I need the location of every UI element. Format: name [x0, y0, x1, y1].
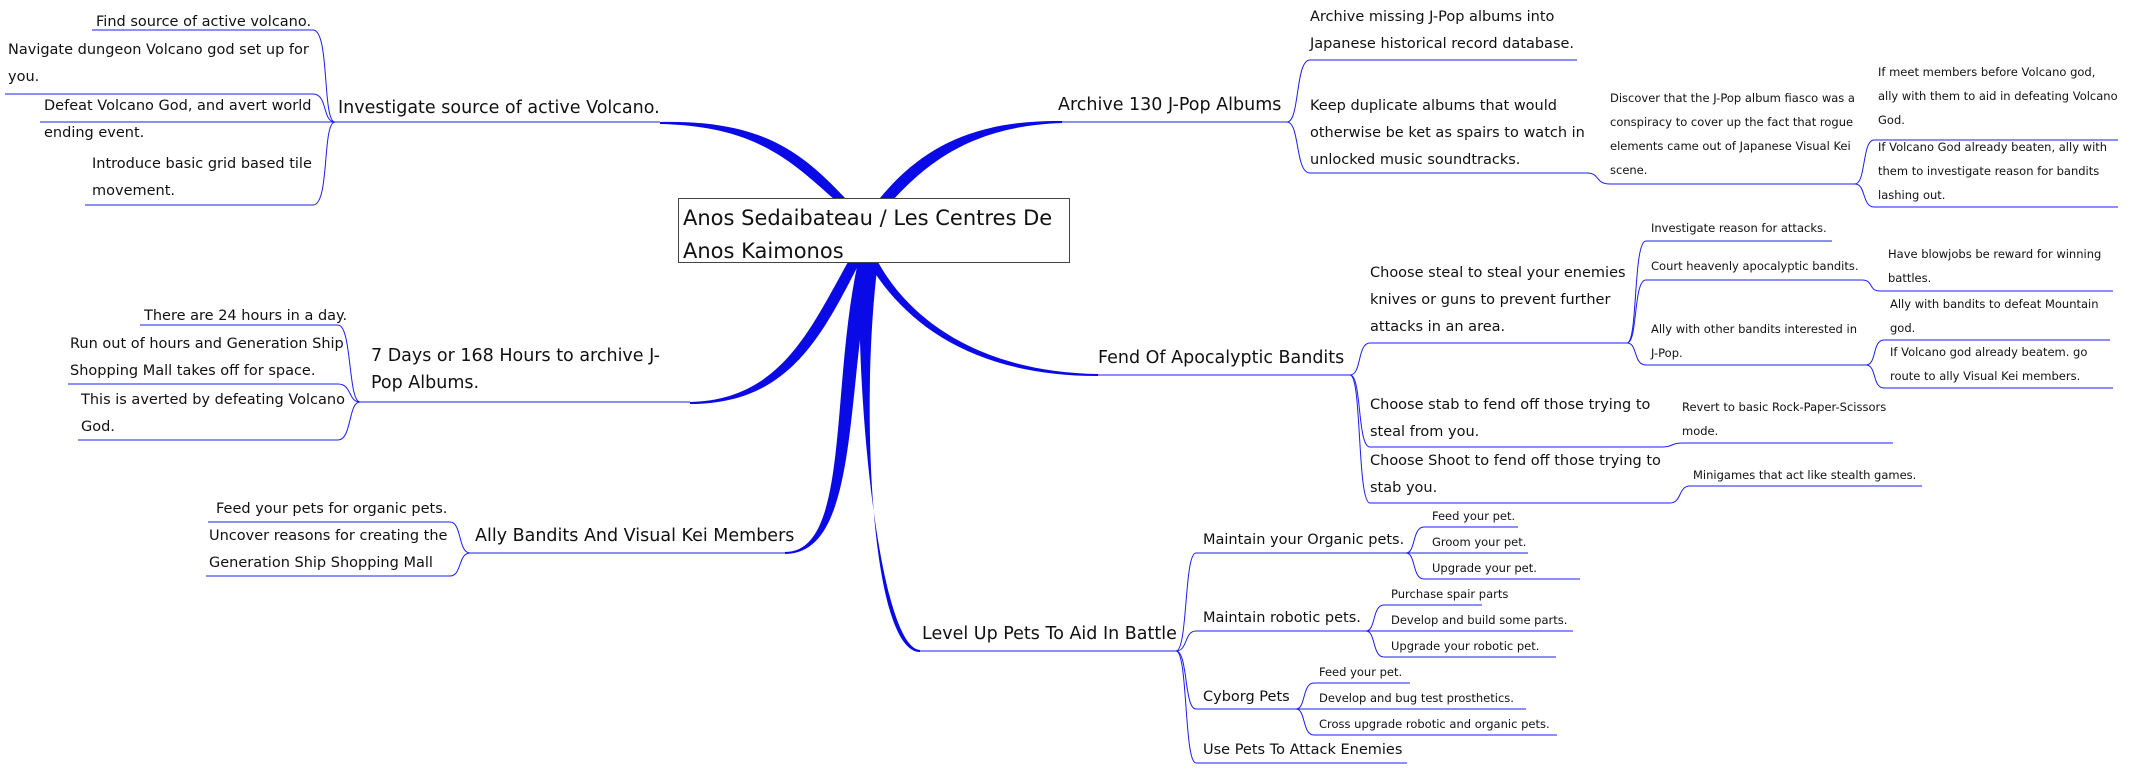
trunk-volcano: [660, 121, 845, 200]
archive-conspiracy[interactable]: Discover that the J-Pop album fiasco was…: [1610, 91, 1855, 178]
bandits-shoot-option[interactable]: Choose Shoot to fend off those trying to…: [1370, 453, 1661, 497]
volcano-item[interactable]: Defeat Volcano God, and avert world endi…: [44, 98, 312, 142]
bandits-connectors: [1098, 240, 2113, 504]
robotic-item[interactable]: Purchase spair parts: [1391, 587, 1509, 601]
bandit-ally-item[interactable]: Ally with bandits to defeat Mountain god…: [1890, 297, 2099, 336]
volcano-item[interactable]: Introduce basic grid based tile movement…: [92, 156, 312, 200]
pets-organic[interactable]: Maintain your Organic pets.: [1203, 532, 1405, 548]
organic-item[interactable]: Feed your pet.: [1432, 509, 1516, 523]
organic-item[interactable]: Upgrade your pet.: [1432, 561, 1537, 575]
pets-attack[interactable]: Use Pets To Attack Enemies: [1203, 742, 1403, 758]
ally-item[interactable]: Uncover reasons for creating the Generat…: [209, 528, 448, 572]
central-topic[interactable]: Anos Sedaibateau / Les Centres De Anos K…: [678, 198, 1070, 263]
central-topic-text: Anos Sedaibateau / Les Centres De Anos K…: [683, 206, 1053, 263]
volcano-item[interactable]: Find source of active volcano.: [96, 14, 312, 30]
shoot-item[interactable]: Minigames that act like stealth games.: [1693, 468, 1917, 482]
steal-item[interactable]: Investigate reason for attacks.: [1651, 221, 1827, 235]
branch-ally-title[interactable]: Ally Bandits And Visual Kei Members: [475, 526, 795, 546]
steal-item[interactable]: Ally with other bandits interested in J-…: [1651, 322, 1857, 361]
left-connectors: [5, 29, 785, 577]
days-item[interactable]: Run out of hours and Generation Ship Sho…: [70, 336, 344, 380]
archive-connectors: [1062, 59, 2118, 208]
cyborg-item[interactable]: Develop and bug test prosthetics.: [1319, 691, 1514, 705]
robotic-item[interactable]: Upgrade your robotic pet.: [1391, 639, 1540, 653]
branch-archive-title[interactable]: Archive 130 J-Pop Albums: [1058, 95, 1282, 115]
trunk-archive: [880, 120, 1062, 200]
court-item[interactable]: Have blowjobs be reward for winning batt…: [1888, 247, 2102, 286]
trunk-bandits: [868, 262, 1098, 376]
days-item[interactable]: This is averted by defeating Volcano God…: [81, 392, 345, 436]
trunk-days: [690, 262, 860, 404]
bandits-stab-option[interactable]: Choose stab to fend off those trying to …: [1370, 397, 1651, 441]
branch-volcano-title[interactable]: Investigate source of active Volcano.: [338, 98, 660, 118]
bandit-ally-item[interactable]: If Volcano god already beatem. go route …: [1890, 345, 2088, 384]
cyborg-item[interactable]: Feed your pet.: [1319, 665, 1403, 679]
trunk-pets: [859, 262, 920, 652]
days-item[interactable]: There are 24 hours in a day.: [144, 308, 348, 324]
bandits-steal-option[interactable]: Choose steal to steal your enemies knive…: [1370, 265, 1626, 336]
stab-item[interactable]: Revert to basic Rock-Paper-Scissors mode…: [1682, 400, 1887, 439]
branch-days-title[interactable]: 7 Days or 168 Hours to archive J-Pop Alb…: [371, 346, 660, 394]
pets-cyborg[interactable]: Cyborg Pets: [1203, 689, 1290, 705]
branch-bandits-title[interactable]: Fend Of Apocalyptic Bandits: [1098, 348, 1345, 368]
robotic-item[interactable]: Develop and build some parts.: [1391, 613, 1568, 627]
cyborg-item[interactable]: Cross upgrade robotic and organic pets.: [1319, 717, 1550, 731]
archive-item[interactable]: Archive missing J-Pop albums into Japane…: [1310, 9, 1575, 53]
archive-visual-kei-item[interactable]: If meet members before Volcano god, ally…: [1878, 65, 2118, 128]
pets-robotic[interactable]: Maintain robotic pets.: [1203, 610, 1361, 626]
volcano-item[interactable]: Navigate dungeon Volcano god set up for …: [8, 42, 309, 86]
archive-item[interactable]: Keep duplicate albums that would otherwi…: [1310, 98, 1585, 169]
trunk-ally: [785, 262, 872, 554]
pets-connectors: [920, 526, 1580, 764]
archive-visual-kei-item[interactable]: If Volcano God already beaten, ally with…: [1878, 140, 2108, 203]
main-trunks: [660, 120, 1098, 652]
organic-item[interactable]: Groom your pet.: [1432, 535, 1527, 549]
steal-item[interactable]: Court heavenly apocalyptic bandits.: [1651, 259, 1859, 273]
ally-item[interactable]: Feed your pets for organic pets.: [216, 501, 448, 517]
branch-pets-title[interactable]: Level Up Pets To Aid In Battle: [922, 624, 1177, 644]
